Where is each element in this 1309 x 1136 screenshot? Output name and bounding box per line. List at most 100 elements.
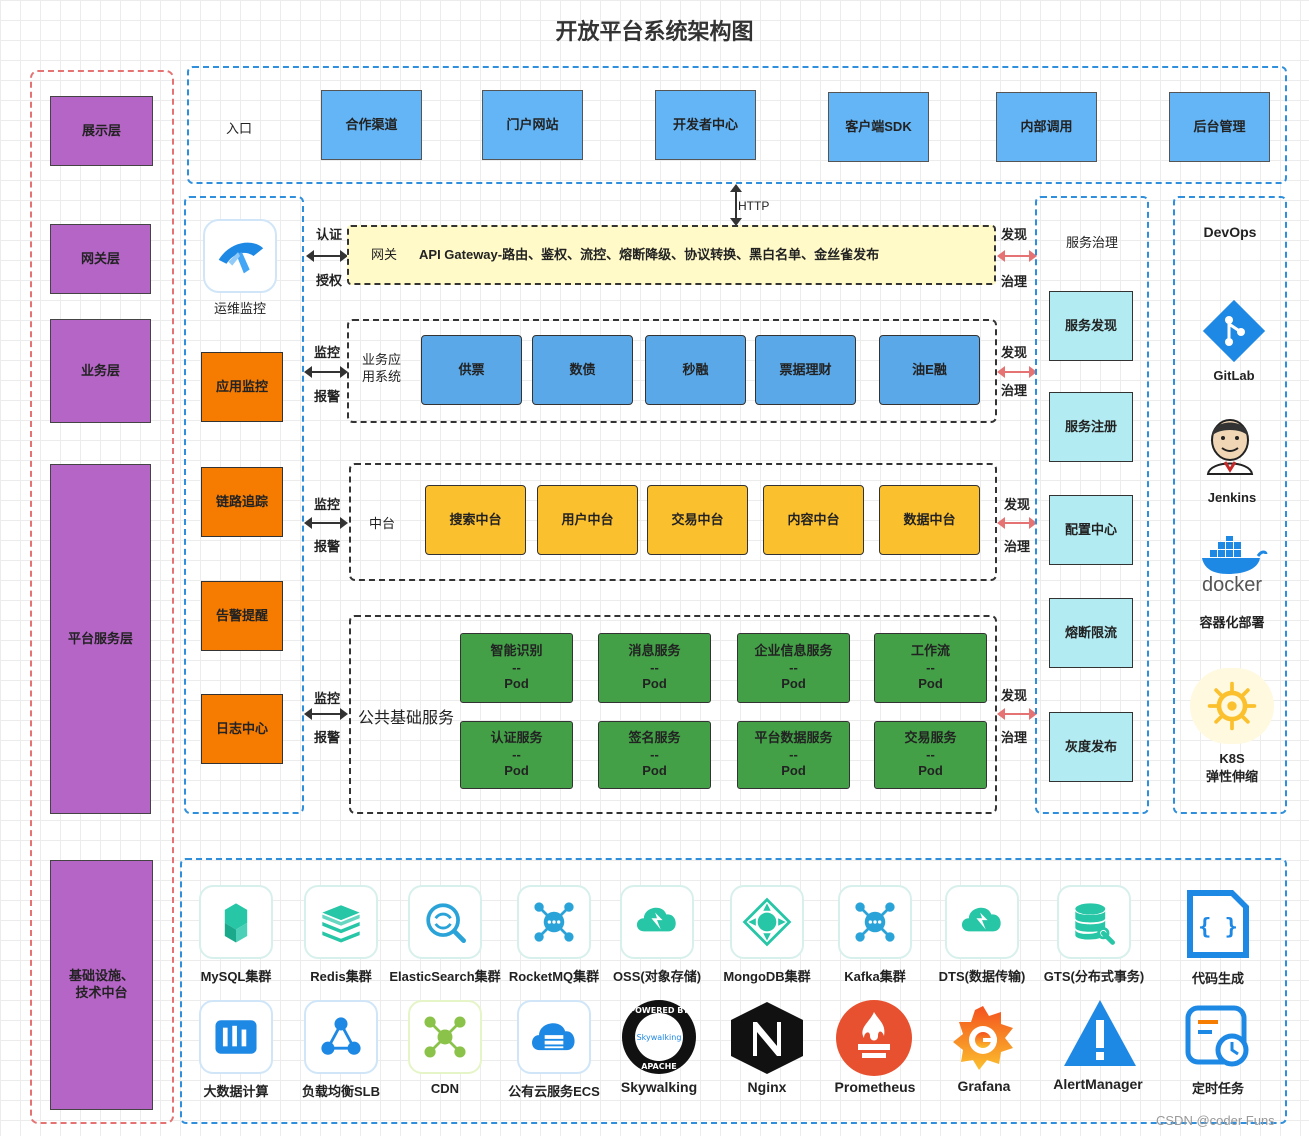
gts-icon <box>1057 885 1131 959</box>
pod-name: 签名服务 <box>628 729 681 745</box>
diagram-title: 开放平台系统架构图 <box>555 19 754 44</box>
cdn-icon <box>408 1000 482 1074</box>
pod-signature-service[interactable]: 签名服务 -- Pod <box>598 721 711 789</box>
mid-search[interactable]: 搜索中台 <box>425 485 526 555</box>
docker-wordmark: docker <box>1201 574 1263 596</box>
infra-label: OSS(对象存储) <box>612 969 702 984</box>
jenkins-label: Jenkins <box>1207 490 1257 505</box>
gov-service-registry[interactable]: 服务注册 <box>1049 392 1133 462</box>
gov-config-center[interactable]: 配置中心 <box>1049 495 1133 565</box>
monitor-region <box>184 196 304 814</box>
pod-label: Pod <box>918 763 943 779</box>
infra-label: MySQL集群 <box>200 969 272 984</box>
skywalking-icon: POWERED BY Skywalking APACHE <box>614 997 704 1080</box>
layer-gateway: 网关层 <box>50 224 151 294</box>
mysql-icon <box>199 885 273 959</box>
governance-label: 服务治理 <box>1065 235 1118 250</box>
gw-gov-top-label: 发现 <box>1001 227 1028 242</box>
entry-portal[interactable]: 门户网站 <box>482 90 583 160</box>
layer-presentation: 展示层 <box>50 96 153 166</box>
biz-youerong[interactable]: 油E融 <box>879 335 980 405</box>
pod-separator: -- <box>789 659 798 675</box>
skywalking-badge-mid: Skywalking <box>637 1033 682 1042</box>
gov-gray-release[interactable]: 灰度发布 <box>1049 712 1133 782</box>
governance-region <box>1035 196 1149 814</box>
pod-separator: -- <box>926 746 935 762</box>
mid-monitor-bottom-label: 报警 <box>314 539 341 554</box>
entry-admin[interactable]: 后台管理 <box>1169 92 1270 162</box>
jenkins-icon <box>1198 412 1262 479</box>
gitlab-label: GitLab <box>1213 368 1255 383</box>
infra-label: 负载均衡SLB <box>301 1084 380 1099</box>
nginx-icon <box>727 1000 807 1079</box>
devops-region <box>1173 196 1287 814</box>
k8s-label: K8S 弹性伸缩 <box>1205 751 1258 784</box>
scheduled-task-icon <box>1184 1002 1254 1075</box>
pod-separator: -- <box>926 659 935 675</box>
infra-label: RocketMQ集群 <box>508 969 600 984</box>
layer-business: 业务层 <box>50 319 151 423</box>
mid-content[interactable]: 内容中台 <box>763 485 864 555</box>
entry-region <box>187 66 1287 184</box>
entry-internal-call[interactable]: 内部调用 <box>996 92 1097 162</box>
kafka-icon <box>838 885 912 959</box>
mid-data[interactable]: 数据中台 <box>879 485 980 555</box>
gateway-label: 网关 <box>371 246 398 262</box>
pod-name: 认证服务 <box>490 729 543 745</box>
infra-label: 公有云服务ECS <box>508 1084 600 1099</box>
mid-monitor-arrow <box>304 517 348 529</box>
pub-gov-top-label: 发现 <box>1001 688 1028 703</box>
biz-shuzhai[interactable]: 数债 <box>532 335 633 405</box>
monitor-alert[interactable]: 告警提醒 <box>201 581 283 651</box>
infra-label: AlertManager <box>1053 1076 1143 1092</box>
auth-bottom-label: 授权 <box>316 273 343 288</box>
api-gateway[interactable]: 网关 API Gateway-路由、鉴权、流控、熔断降级、协议转换、黑白名单、金… <box>347 225 996 285</box>
mongodb-icon <box>730 885 804 959</box>
pod-enterprise-info[interactable]: 企业信息服务 -- Pod <box>737 633 850 703</box>
pod-smart-recognition[interactable]: 智能识别 -- Pod <box>460 633 573 703</box>
entry-client-sdk[interactable]: 客户端SDK <box>828 92 929 162</box>
pod-name: 智能识别 <box>490 642 543 658</box>
pod-workflow[interactable]: 工作流 -- Pod <box>874 633 987 703</box>
mid-monitor-top-label: 监控 <box>314 497 341 512</box>
mid-trade[interactable]: 交易中台 <box>647 485 748 555</box>
layer-platform-service: 平台服务层 <box>50 464 151 814</box>
pod-platform-data[interactable]: 平台数据服务 -- Pod <box>737 721 850 789</box>
mid-gov-top-label: 发现 <box>1004 497 1031 512</box>
http-label: HTTP <box>738 199 770 213</box>
entry-label: 入口 <box>226 121 253 136</box>
pod-auth-service[interactable]: 认证服务 -- Pod <box>460 721 573 789</box>
infra-label: Kafka集群 <box>844 969 906 984</box>
pod-message-service[interactable]: 消息服务 -- Pod <box>598 633 711 703</box>
monitor-app[interactable]: 应用监控 <box>201 352 283 422</box>
slb-icon <box>304 1000 378 1074</box>
layer-column <box>30 70 174 1124</box>
http-arrow <box>730 184 742 226</box>
gov-service-discovery[interactable]: 服务发现 <box>1049 291 1133 361</box>
ecs-icon <box>517 1000 591 1074</box>
container-deploy-label: 容器化部署 <box>1199 615 1265 630</box>
pod-name: 交易服务 <box>904 729 957 745</box>
entry-partner-channel[interactable]: 合作渠道 <box>321 90 422 160</box>
monitor-trace[interactable]: 链路追踪 <box>201 467 283 537</box>
infra-label: 代码生成 <box>1191 971 1244 986</box>
business-region <box>347 319 997 423</box>
biz-gongpiao[interactable]: 供票 <box>421 335 522 405</box>
biz-miaorong[interactable]: 秒融 <box>645 335 746 405</box>
gov-circuit-breaker[interactable]: 熔断限流 <box>1049 598 1133 668</box>
entry-developer-center[interactable]: 开发者中心 <box>655 90 756 160</box>
infra-label: CDN <box>430 1081 460 1096</box>
monitor-log-center[interactable]: 日志中心 <box>201 694 283 764</box>
oss-icon <box>620 885 694 959</box>
watermark: CSDN @coder Funs <box>1156 1113 1275 1128</box>
mid-user[interactable]: 用户中台 <box>537 485 638 555</box>
infra-label: MongoDB集群 <box>723 969 811 984</box>
biz-monitor-bottom-label: 报警 <box>314 389 341 404</box>
biz-gov-bottom-label: 治理 <box>1001 383 1028 398</box>
biz-bill-finance[interactable]: 票据理财 <box>755 335 856 405</box>
alertmanager-icon <box>1060 996 1140 1075</box>
pod-trade-service[interactable]: 交易服务 -- Pod <box>874 721 987 789</box>
infra-label: DTS(数据传输) <box>938 969 1026 984</box>
k8s-helm-icon <box>1190 668 1274 744</box>
gw-gov-arrow <box>997 250 1037 262</box>
